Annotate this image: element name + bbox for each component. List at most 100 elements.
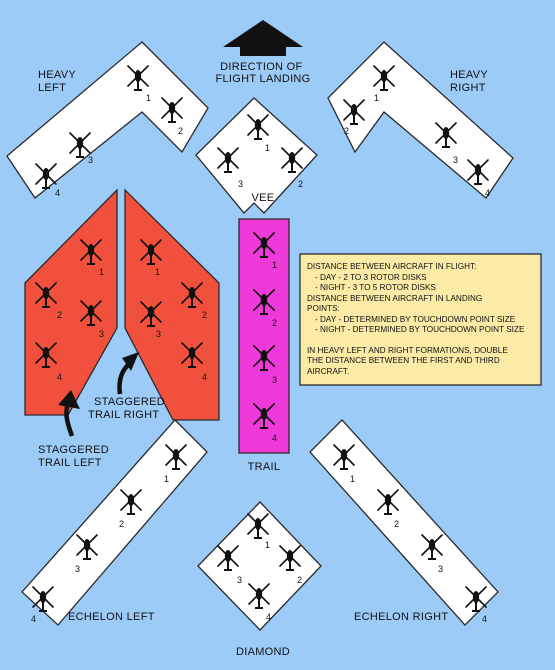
heavy-right-aircraft-1: 1: [373, 65, 395, 103]
helicopter-icon: [253, 232, 275, 258]
staggered-trail-left-aircraft-3: 3: [80, 300, 104, 339]
aircraft-position-number: 3: [272, 375, 277, 385]
aircraft-position-number: 4: [202, 372, 207, 382]
heavy-right-label: HEAVY RIGHT: [450, 69, 491, 94]
diamond-shape: [197, 501, 322, 631]
echelon-right-aircraft-1: 1: [333, 444, 355, 484]
helicopter-icon: [343, 99, 365, 125]
aircraft-position-number: 3: [438, 564, 443, 574]
heavy-right-aircraft-3: 3: [435, 122, 458, 165]
direction-label-line-1: DIRECTION OF: [220, 61, 302, 73]
helicopter-icon: [35, 282, 57, 308]
vee-aircraft-3: 3: [217, 147, 243, 189]
aircraft-position-number: 1: [350, 474, 355, 484]
echelon-right-shape: [309, 419, 499, 626]
aircraft-position-number: 1: [155, 267, 160, 277]
helicopter-icon: [377, 489, 399, 515]
helicopter-icon: [467, 159, 489, 185]
echelon-left-aircraft-3: 3: [75, 534, 98, 574]
aircraft-position-number: 1: [265, 143, 270, 153]
formation-echelon-left: ECHELON LEFT 1 2 3 4: [21, 419, 208, 626]
helicopter-icon: [161, 97, 183, 123]
heavy-left-aircraft-4: 4: [35, 163, 60, 198]
helicopter-icon: [35, 342, 57, 368]
echelon-left-shape: [21, 419, 208, 626]
aircraft-position-number: 3: [75, 564, 80, 574]
helicopter-icon: [253, 403, 275, 429]
trail-aircraft-2: 2: [253, 289, 277, 328]
aircraft-position-number: 2: [394, 519, 399, 529]
aircraft-position-number: 1: [272, 260, 277, 270]
staggered-trail-right-aircraft-4: 4: [181, 342, 207, 382]
aircraft-position-number: 2: [298, 179, 303, 189]
aircraft-position-number: 4: [272, 433, 277, 443]
heavy-left-aircraft-1: 1: [127, 65, 151, 103]
formation-echelon-right: ECHELON RIGHT 1 2 3 4: [309, 419, 499, 626]
heavy-right-shape: [327, 41, 514, 199]
echelon-right-aircraft-2: 2: [377, 489, 399, 529]
heavy-left-label: HEAVY LEFT: [38, 69, 79, 94]
helicopter-icon: [217, 147, 239, 173]
trail-label: TRAIL: [248, 461, 281, 473]
staggered-trail-right-aircraft-2: 2: [181, 282, 207, 320]
aircraft-position-number: 3: [237, 575, 242, 585]
diamond-aircraft-4: 4: [248, 583, 271, 622]
aircraft-position-number: 3: [99, 329, 104, 339]
staggered-left-arrowhead-icon: [58, 390, 80, 409]
helicopter-icon: [333, 444, 355, 470]
direction-arrow-icon: [223, 20, 303, 56]
vee-shape: [195, 97, 318, 214]
echelon-left-label: ECHELON LEFT: [68, 611, 155, 623]
aircraft-position-number: 3: [88, 155, 93, 165]
helicopter-icon: [435, 122, 457, 148]
helicopter-icon: [253, 289, 275, 315]
heavy-left-aircraft-2: 2: [161, 97, 183, 136]
trail-aircraft-4: 4: [253, 403, 277, 443]
formation-vee: VEE 1 2 3: [195, 97, 318, 214]
formation-heavy-right: HEAVY RIGHT 1 2 3 4: [327, 41, 514, 199]
helicopter-icon: [76, 534, 98, 560]
echelon-right-label: ECHELON RIGHT: [354, 611, 448, 623]
helicopter-icon: [247, 513, 269, 539]
helicopter-icon: [35, 163, 57, 189]
helicopter-icon: [140, 301, 162, 327]
aircraft-position-number: 2: [297, 575, 302, 585]
aircraft-position-number: 1: [374, 93, 379, 103]
echelon-left-aircraft-2: 2: [119, 489, 142, 529]
helicopter-icon: [181, 342, 203, 368]
diamond-aircraft-1: 1: [247, 513, 270, 550]
aircraft-position-number: 4: [485, 188, 490, 198]
trail-aircraft-3: 3: [253, 345, 277, 385]
heavy-left-shape: [6, 41, 209, 199]
spacing-note: DISTANCE BETWEEN AIRCRAFT IN FLIGHT: - D…: [299, 253, 542, 386]
aircraft-position-number: 4: [57, 372, 62, 382]
helicopter-icon: [165, 444, 187, 470]
staggered-trail-left-aircraft-4: 4: [35, 342, 62, 382]
aircraft-position-number: 1: [164, 474, 169, 484]
helicopter-icon: [247, 114, 269, 140]
helicopter-icon: [279, 545, 301, 571]
staggered-trail-right-label: STAGGERED TRAIL RIGHT: [88, 396, 168, 421]
staggered-trail-right-aircraft-1: 1: [140, 239, 162, 277]
helicopter-icon: [69, 132, 91, 158]
aircraft-position-number: 2: [178, 126, 183, 136]
diamond-aircraft-2: 2: [279, 545, 302, 585]
helicopter-icon: [373, 65, 395, 91]
helicopter-icon: [80, 239, 102, 265]
aircraft-position-number: 1: [146, 93, 151, 103]
formation-diamond: DIAMOND 1 2 3 4: [197, 501, 322, 658]
vee-label: VEE: [252, 192, 275, 204]
staggered-trail-left-label: STAGGERED TRAIL LEFT: [38, 444, 112, 469]
direction-label: DIRECTION OF FLIGHT LANDING: [215, 61, 310, 85]
heavy-right-aircraft-2: 2: [343, 99, 365, 136]
aircraft-position-number: 1: [99, 267, 104, 277]
diamond-label: DIAMOND: [236, 646, 290, 658]
staggered-trail-right-aircraft-3: 3: [140, 301, 162, 339]
vee-aircraft-1: 1: [247, 114, 270, 153]
aircraft-position-number: 2: [119, 519, 124, 529]
aircraft-position-number: 4: [266, 612, 271, 622]
helicopter-icon: [32, 586, 54, 612]
direction-label-line-2: FLIGHT LANDING: [215, 73, 310, 85]
helicopter-icon: [421, 534, 443, 560]
aircraft-position-number: 3: [238, 179, 243, 189]
